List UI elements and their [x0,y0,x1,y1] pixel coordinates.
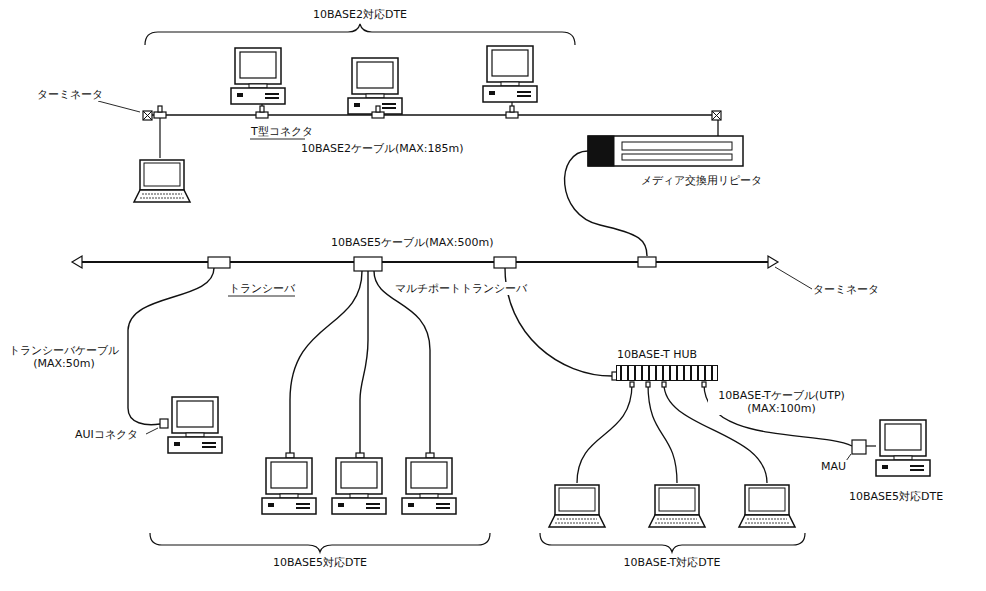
mau-box [852,440,866,454]
leader-line [146,428,158,434]
label: 10BASE-T対応DTE [623,556,722,569]
desktop-computer [876,420,930,476]
t-connector-stem [158,106,162,112]
transceiver-cable [290,271,362,453]
label: 10BASE2対応DTE [312,8,408,21]
coax-cable-thin [152,114,712,116]
media-repeater [588,136,743,166]
terminator [712,111,721,120]
repeater-cable [565,151,647,256]
label: トランシーバケーブル (MAX:50m) [4,344,124,370]
repeater-panel [622,154,732,160]
desktop-computer [168,397,222,453]
label: T型コネクタ [250,125,314,138]
coax-cable-thick [82,261,768,263]
label: 10BASE5ケーブル(MAX:500m) [330,236,495,249]
transceiver [208,257,230,268]
terminator-mark [712,111,721,120]
t-connector-stem [376,106,380,112]
label: 10BASE5対応DTE [848,490,944,503]
terminator [72,256,82,268]
terminator [143,111,152,120]
label: トランシーバ [228,282,296,295]
laptop-computer [134,160,190,202]
repeater-panel [622,142,732,150]
bracket [145,24,575,45]
label: MAU [820,460,847,473]
label: ターミネータ [812,283,880,296]
underline [250,139,305,140]
underline [228,296,295,297]
label: メディア交換用リピータ [640,174,763,187]
transceiver-cable [374,271,430,453]
transceiver-cable [360,271,368,453]
aui-connector [160,419,168,428]
desktop-computer [231,48,285,104]
bracket [540,533,805,552]
rj45-plug [646,382,650,387]
transceiver [638,257,656,267]
transceiver [494,257,516,268]
desktop-computer [262,458,316,514]
desktop-computer [348,58,402,114]
label: ターミネータ [36,88,104,101]
leader-line [775,267,812,289]
leader-line [98,101,140,112]
utp-cable [577,384,632,483]
drop-cable [511,102,512,106]
terminator [768,256,778,268]
terminator-mark [143,111,152,120]
t-connector [256,112,268,118]
drop-cable [159,118,160,158]
label: AUIコネクタ [74,428,139,441]
hub-box [616,365,718,381]
mau-link [866,445,876,446]
hub-label: 10BASE-T HUB [616,348,698,361]
desktop-computer [332,458,386,514]
t-connector [506,112,518,118]
rj45-plug [630,382,634,387]
drop-cable [261,104,262,106]
desktop-computer [402,458,456,514]
desktop-computer [483,46,537,102]
t-connector-stem [510,106,514,112]
laptop-computer [739,485,795,527]
laptop-computer [649,485,705,527]
utp-cable [648,384,677,483]
t-connector [154,112,166,118]
label: 10BASE2ケーブル(MAX:185m) [300,142,465,155]
label: 10BASE-Tケーブル(UTP) (MAX:100m) [708,389,855,415]
repeater-link [717,120,718,136]
laptop-computer [549,485,605,527]
bracket [150,533,490,552]
label: マルチポートトランシーバ [394,282,528,295]
t-connector-stem [260,106,264,112]
rj45-plug [662,382,666,387]
label: 10BASE5対応DTE [272,556,368,569]
multiport-transceiver [354,257,382,271]
hub: 10BASE-T HUB [616,348,718,381]
repeater-end [588,136,614,166]
rj45-plug [702,382,706,387]
t-connector [372,112,384,118]
